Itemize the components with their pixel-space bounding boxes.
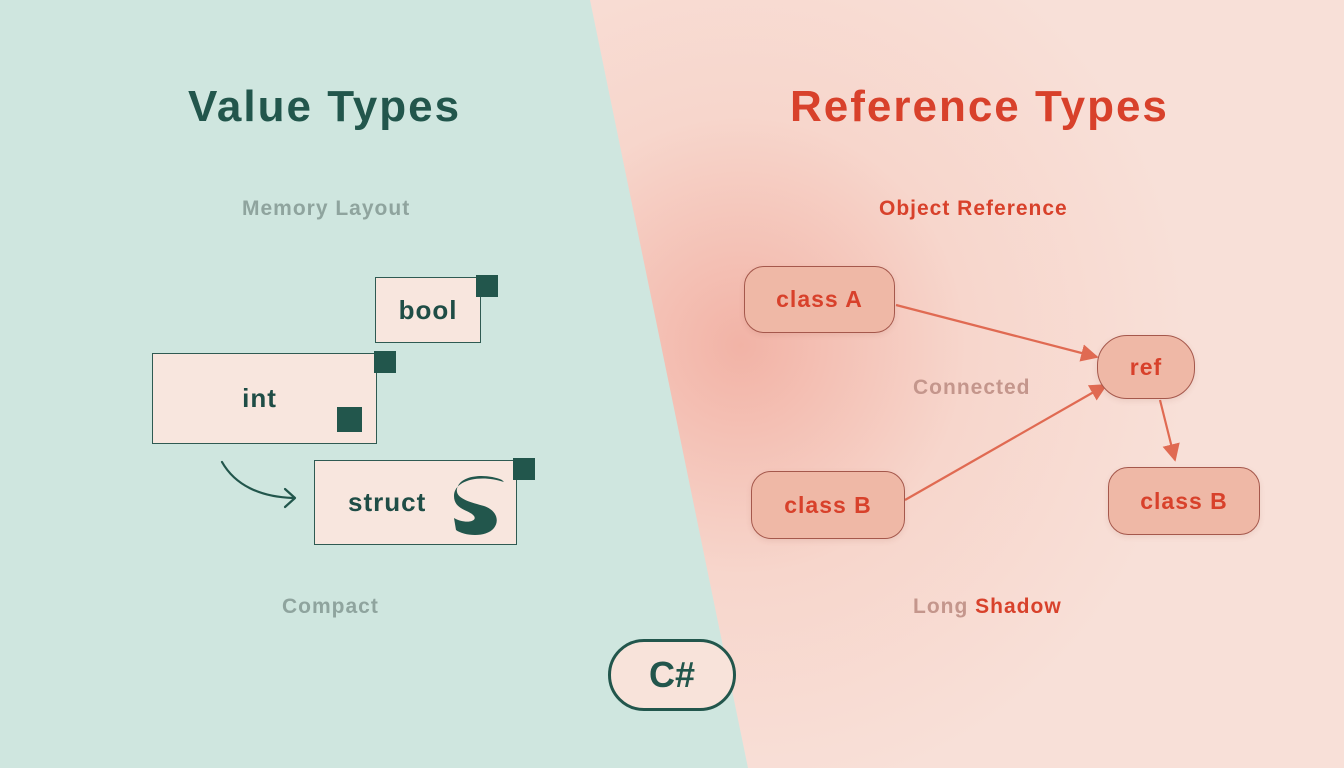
ref-label: ref	[1129, 353, 1163, 380]
compact-label: Compact	[282, 595, 379, 618]
long-word: Long	[913, 595, 969, 618]
class-b-target-label: class B	[1140, 487, 1228, 514]
memory-layout-label: Memory Layout	[242, 197, 411, 220]
node-class-b-source: class B	[751, 471, 905, 539]
csharp-badge: C#	[608, 639, 736, 711]
value-types-title: Value Types	[188, 82, 462, 131]
long-shadow-label: Long Shadow	[913, 595, 1062, 619]
int-corner-square	[374, 351, 396, 373]
csharp-label: C#	[648, 654, 696, 695]
node-class-b-target: class B	[1108, 467, 1260, 535]
object-reference-label: Object Reference	[879, 197, 1068, 220]
class-a-label: class A	[776, 286, 863, 312]
int-inner-square	[337, 407, 362, 432]
arrow-ref-to-class-b	[1158, 399, 1180, 462]
connected-label: Connected	[913, 376, 1031, 399]
shadow-word: Shadow	[975, 595, 1062, 618]
class-b-source-label: class B	[784, 491, 872, 518]
node-class-a: class A	[744, 266, 895, 333]
arrow-class-a-to-ref	[895, 303, 1099, 362]
int-label: int	[242, 383, 277, 413]
curved-arrow-icon	[220, 460, 297, 509]
bool-label: bool	[398, 294, 458, 325]
node-ref: ref	[1097, 335, 1195, 399]
bool-box: bool	[375, 277, 481, 343]
struct-box: struct	[314, 460, 517, 545]
s-shape-icon	[454, 476, 504, 535]
struct-corner-square	[513, 458, 535, 480]
struct-label: struct	[348, 487, 427, 517]
reference-types-title: Reference Types	[790, 82, 1169, 131]
bool-corner-square	[476, 275, 498, 297]
arrow-class-b-to-ref	[904, 384, 1108, 501]
